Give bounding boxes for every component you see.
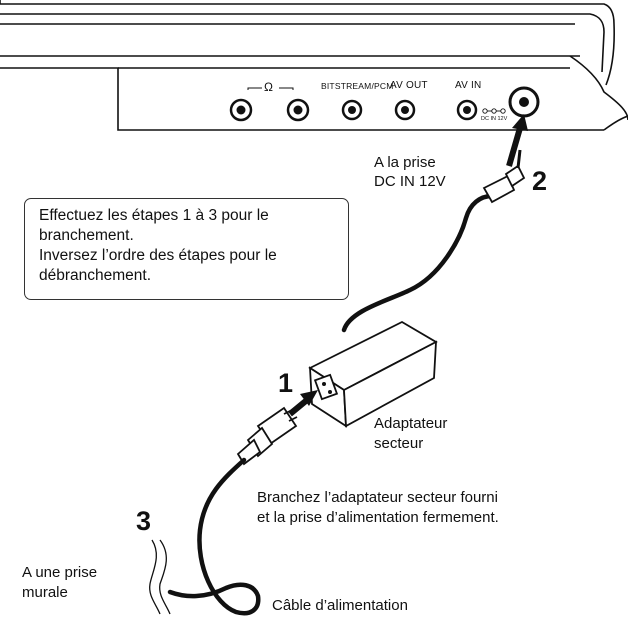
av-out-label: AV OUT xyxy=(390,80,428,91)
power-cord xyxy=(167,457,261,616)
polarity-icon xyxy=(482,108,506,114)
power-plug xyxy=(236,406,298,466)
av-out-jack xyxy=(394,99,416,121)
step-1-number: 1 xyxy=(278,368,294,398)
headphone-jack-1 xyxy=(229,98,253,122)
arrow-step-1 xyxy=(288,390,318,417)
break-mark xyxy=(159,539,171,615)
step-3-number: 3 xyxy=(136,506,152,536)
cable-label: Câble d’alimentation xyxy=(272,597,408,614)
headphone-jack-2 xyxy=(286,98,310,122)
instruction-line1: Branchez l’adaptateur secteur fourni xyxy=(257,489,498,506)
wall-outlet-label-line1: A une prise xyxy=(22,564,98,581)
av-in-jack xyxy=(456,99,478,121)
note-line-3: Inversez l’ordre des étapes pour le xyxy=(39,247,277,264)
wall-outlet-label-line2: murale xyxy=(22,584,68,601)
dc-in-jack xyxy=(508,86,540,118)
headphone-symbol: Ω xyxy=(264,80,274,94)
note-line-2: branchement. xyxy=(39,227,134,244)
dc-in-small-label: DC IN 12V xyxy=(481,116,508,122)
dc-in-label-line1: A la prise xyxy=(374,154,436,171)
note-line-1: Effectuez les étapes 1 à 3 pour le xyxy=(39,207,269,224)
instruction-line2: et la prise d’alimentation fermement. xyxy=(257,509,499,526)
dc-in-label-line2: DC IN 12V xyxy=(374,173,446,190)
bitstream-jack xyxy=(341,99,363,121)
note-line-4: débranchement. xyxy=(39,267,152,284)
step-2-number: 2 xyxy=(532,166,548,196)
break-mark xyxy=(149,539,161,615)
dc-plug xyxy=(482,149,526,204)
instructions-note: Effectuez les étapes 1 à 3 pour le branc… xyxy=(24,198,349,300)
adapter-label-line2: secteur xyxy=(374,435,424,452)
headphone-bracket xyxy=(247,87,294,90)
adapter-label-line1: Adaptateur xyxy=(374,415,448,432)
arrow-step-2 xyxy=(506,114,528,167)
dc-cable xyxy=(341,193,495,333)
bitstream-label: BITSTREAM/PCM xyxy=(321,81,394,91)
dvd-player xyxy=(0,0,628,131)
av-in-label: AV IN xyxy=(455,80,482,91)
ac-adapter xyxy=(308,320,438,428)
